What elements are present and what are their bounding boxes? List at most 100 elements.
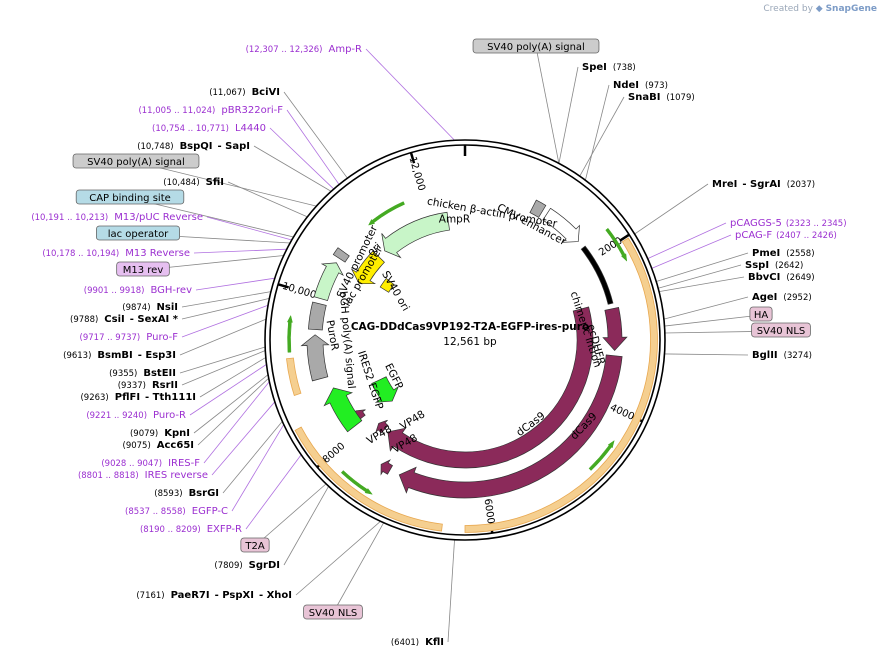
leader-line — [199, 357, 266, 398]
leader-line — [211, 401, 276, 476]
annotation-egfp-c: (8537 .. 8558)EGFP-C — [125, 506, 228, 517]
annotation-nsii: (9874)NsiI — [122, 302, 178, 313]
annotation-pcag-f: pCAG-F(2407 .. 2426) — [735, 230, 837, 241]
label-box — [472, 38, 600, 54]
ecdhfr-arrow — [602, 306, 628, 351]
svg-text:(11,005 .. 11,024)pBR322ori-F: (11,005 .. 11,024)pBR322ori-F — [138, 105, 283, 116]
bgh-polya-box — [308, 301, 327, 331]
annotation-sfii: (10,484)SfiI — [163, 177, 224, 188]
site-position: (10,748) — [137, 142, 173, 152]
dcas9-inner-arrow — [387, 306, 594, 469]
site-position: (8593) — [154, 489, 182, 499]
annotation-name: Puro-F — [146, 332, 178, 343]
ampr-arrow — [381, 211, 450, 259]
site-name: - SapI — [218, 141, 250, 152]
annotation-name: IRES reverse — [145, 470, 208, 481]
svg-text:(9355)BstEII: (9355) BstEII — [109, 368, 176, 379]
site-name: BstEII — [143, 368, 176, 379]
annotation-bsrgi: (8593)BsrGI — [154, 488, 219, 499]
annotation-name: M13 Reverse — [125, 248, 190, 259]
svg-text:(9717 .. 9737)Puro-F: (9717 .. 9737)Puro-F — [80, 332, 179, 343]
annotation-bsmbi: (9613)BsmBI- Esp3I — [63, 350, 176, 361]
annotation-range: (11,005 .. 11,024) — [138, 106, 215, 116]
site-name: - SexAI * — [130, 314, 179, 325]
watermark-prefix: Created by — [763, 4, 813, 14]
leader-line — [584, 84, 610, 181]
annotation-sv40-nls: SV40 NLS — [303, 604, 363, 620]
site-position: (9075) — [123, 441, 151, 451]
svg-text:(9337)RsrII: (9337)RsrII — [118, 380, 178, 391]
site-name: - Esp3I — [138, 350, 176, 361]
annotation-sv40-nls: SV40 NLS — [751, 322, 811, 338]
leader-line — [189, 364, 267, 416]
site-position: (9263) — [80, 393, 108, 403]
plasmid-name: CAG-DDdCas9VP192-T2A-EGFP-ires-puro — [351, 321, 589, 333]
site-name: MreI — [712, 179, 737, 190]
svg-text:(11,067)BciVI: (11,067)BciVI — [209, 87, 280, 98]
site-position: (9355) — [109, 369, 137, 379]
site-name: - PspXI — [215, 590, 254, 601]
vp48-arrow — [380, 459, 393, 476]
site-position: (6401) — [391, 638, 419, 648]
direction-arrow — [605, 227, 628, 262]
sv40-ori-box — [379, 277, 395, 293]
annotation-name: IRES-F — [168, 458, 200, 469]
site-name: Acc65I — [157, 440, 194, 451]
svg-text:(9263)PflFI- Tth111I: (9263)PflFI- Tth111I — [80, 392, 196, 403]
leader-line — [193, 374, 269, 434]
svg-text:(10,484)SfiI: (10,484)SfiI — [163, 177, 224, 188]
site-position: (2037) — [787, 180, 815, 190]
svg-text:(8190 .. 8209)EXFP-R: (8190 .. 8209)EXFP-R — [140, 524, 242, 535]
tick-mark — [277, 283, 290, 289]
site-name: NdeI — [613, 80, 639, 91]
svg-text:(12,307 .. 12,326)Amp-R: (12,307 .. 12,326)Amp-R — [246, 44, 362, 55]
direction-arrow — [368, 201, 405, 226]
svg-text:BglII(3274): BglII(3274) — [752, 350, 812, 361]
direction-arrow — [340, 470, 373, 495]
leader-line — [195, 277, 275, 291]
site-name: BspQI — [180, 141, 213, 152]
svg-text:(9221 .. 9240)Puro-R: (9221 .. 9240)Puro-R — [86, 410, 186, 421]
annotation-exfp-r: (8190 .. 8209)EXFP-R — [140, 524, 242, 535]
leader-line — [332, 522, 385, 614]
annotation-range: (8801 .. 8818) — [78, 471, 139, 481]
site-name: PmeI — [752, 248, 780, 259]
annotation-amp-r: (12,307 .. 12,326)Amp-R — [246, 44, 362, 55]
boxed-label: lac operator — [108, 229, 169, 240]
site-name: NsiI — [157, 302, 178, 313]
site-name: SpeI — [582, 62, 607, 73]
leader-line — [253, 145, 332, 192]
site-position: (2642) — [775, 261, 803, 271]
leader-line — [658, 264, 742, 289]
annotation-rsrii: (9337)RsrII — [118, 380, 178, 391]
svg-text:(8593)BsrGI: (8593)BsrGI — [154, 488, 219, 499]
site-position: (3274) — [784, 351, 812, 361]
svg-text:BbvCI(2649): BbvCI(2649) — [748, 272, 815, 283]
leader-line — [203, 381, 270, 464]
label-box — [749, 306, 773, 322]
svg-text:pCAG-F(2407 .. 2426): pCAG-F(2407 .. 2426) — [735, 230, 837, 241]
leader-line — [222, 421, 283, 494]
leader-line — [129, 197, 294, 238]
watermark-brand: SnapGene — [825, 4, 877, 14]
boxed-label: SV40 poly(A) signal — [87, 157, 185, 168]
svg-text:(6401)KflI: (6401)KflI — [391, 637, 444, 648]
site-position: (11,067) — [209, 88, 245, 98]
annotation-sgrdi: (7809)SgrDI — [214, 560, 280, 571]
site-name: SnaBI — [628, 92, 660, 103]
tick-label: 6000 — [481, 498, 495, 525]
leader-line — [579, 96, 625, 177]
site-position: (2952) — [783, 293, 811, 303]
map-center: CAG-DDdCas9VP192-T2A-EGFP-ires-puro 12,5… — [351, 321, 589, 348]
leader-line — [664, 353, 749, 356]
label-box — [75, 189, 185, 205]
leader-line — [535, 46, 560, 164]
annotation-range: (8190 .. 8209) — [140, 525, 201, 535]
tick-mark — [409, 152, 416, 164]
boxed-label: HA — [754, 310, 769, 321]
annotation-snabi: SnaBI(1079) — [628, 92, 695, 103]
site-name: SspI — [745, 260, 769, 271]
svg-text:(8537 .. 8558)EGFP-C: (8537 .. 8558)EGFP-C — [125, 506, 228, 517]
tick-label: 4000 — [608, 402, 636, 423]
